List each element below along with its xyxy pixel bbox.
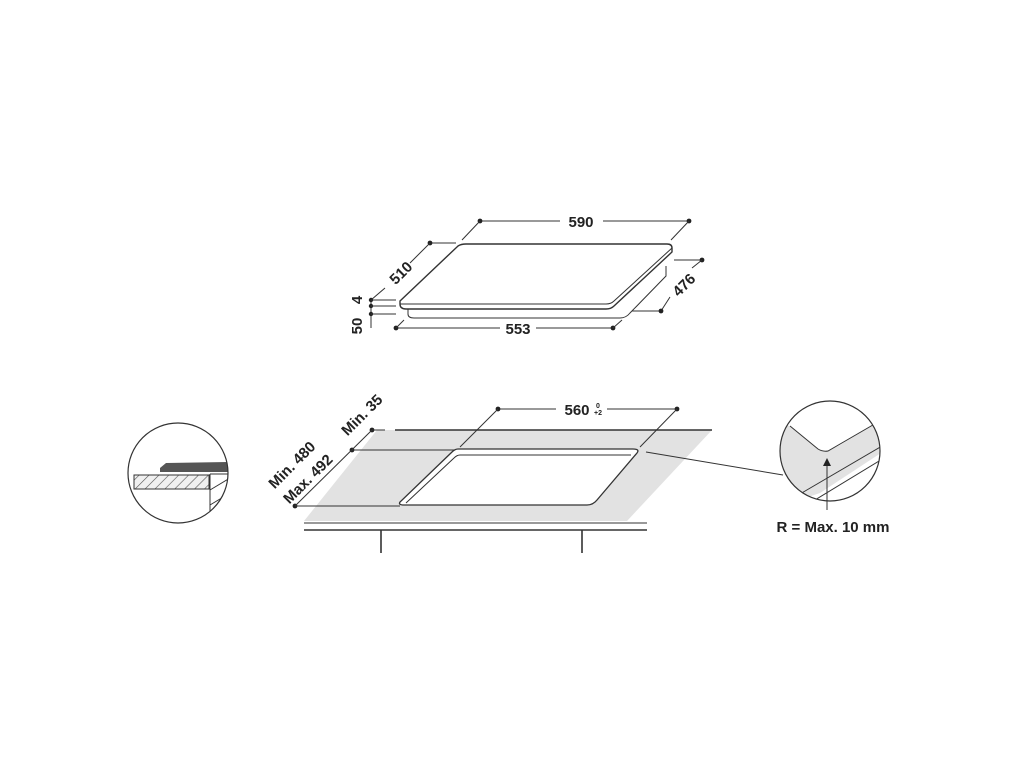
label-radius: R = Max. 10 mm [777, 519, 890, 536]
tolerance-lower: +2 [594, 410, 602, 417]
label-510: 510 [386, 258, 416, 288]
tolerance-upper: 0 [596, 403, 600, 410]
label-590: 590 [568, 214, 593, 231]
dim-width-553: 553 [393, 319, 623, 338]
corner-radius-detail: R = Max. 10 mm [777, 400, 890, 536]
dim-width-590: 590 [461, 214, 692, 241]
hob-drawing [399, 243, 673, 319]
worktop-drawing [304, 429, 712, 553]
dim-heights: 4 50 [349, 295, 396, 334]
hob-glass-edge [400, 247, 673, 305]
label-4: 4 [349, 295, 366, 304]
corner-detail-leader [645, 451, 784, 476]
label-476: 476 [669, 270, 699, 300]
hob-body [407, 266, 667, 319]
hob-glass-top [399, 243, 673, 310]
dim-cutout-width-560: 560 0 +2 [459, 402, 680, 448]
label-560: 560 [564, 402, 589, 419]
label-50: 50 [349, 318, 366, 335]
worktop-edge-detail [127, 422, 229, 524]
cutout-opening [398, 448, 639, 506]
label-553: 553 [505, 321, 530, 338]
